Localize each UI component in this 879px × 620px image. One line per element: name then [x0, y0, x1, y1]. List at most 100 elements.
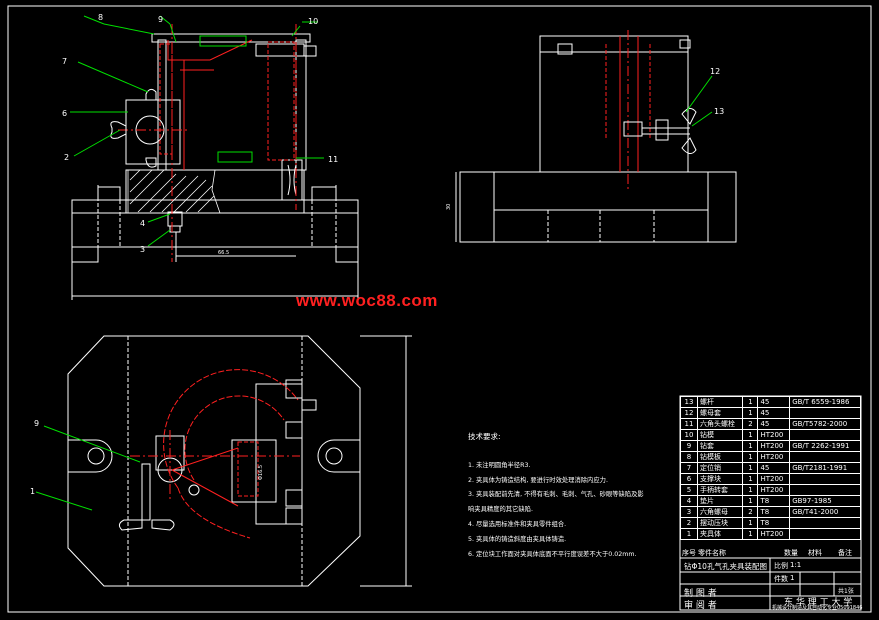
bom-cell-std: GB/T5782-2000 [789, 418, 861, 430]
bom-cell-no: 5 [680, 484, 698, 496]
bom-cell-no: 2 [680, 517, 698, 529]
bom-header-qty: 数量 [784, 549, 798, 557]
bom-cell-no: 1 [680, 528, 698, 540]
bom-cell-qty: 1 [742, 473, 759, 485]
bom-cell-std [789, 484, 861, 496]
bom-cell-no: 13 [680, 396, 698, 408]
bom-cell-name: 支撑块 [696, 473, 744, 485]
bom-cell-no: 6 [680, 473, 698, 485]
side-view-clamp [623, 108, 697, 154]
callout-6: 6 [62, 109, 67, 118]
callout-13: 13 [714, 107, 724, 116]
bom-cell-std [789, 429, 861, 441]
dim-phi: Φ16.5 [258, 465, 264, 480]
tech-note: 响夹具精度的其它缺陷. [468, 506, 533, 514]
bom-header-mat: 材料 [808, 549, 822, 557]
side-view [455, 35, 737, 243]
bom-cell-std: GB/T41-2000 [789, 506, 861, 518]
bom-cell-qty: 1 [742, 517, 759, 529]
class-line: 机械设计制造及其自动化专业05091846 [772, 605, 863, 611]
bom-cell-std [789, 473, 861, 485]
bom-cell-mat: HT200 [757, 429, 791, 441]
bom-header-remark: 备注 [838, 549, 852, 557]
bom-cell-no: 11 [680, 418, 698, 430]
bom-cell-name: 摆动压块 [696, 517, 744, 529]
bom-header-name: 零件名称 [698, 549, 726, 557]
bom-cell-no: 8 [680, 451, 698, 463]
bom-cell-no: 4 [680, 495, 698, 507]
bom-cell-mat: HT200 [757, 451, 791, 463]
front-view [71, 33, 359, 300]
tech-note: 1. 未注明圆角半径R3. [468, 461, 531, 469]
bom-cell-std: GB/T 2262-1991 [789, 440, 861, 452]
bom-cell-name: 手柄转套 [696, 484, 744, 496]
callout-labels: 8 9 10 7 6 2 4 3 11 12 13 9 1 66.5 30 Φ1… [30, 13, 724, 496]
bom-cell-qty: 1 [742, 495, 759, 507]
bom-cell-qty: 1 [742, 396, 759, 408]
bom-cell-mat: HT200 [757, 528, 791, 540]
callout-11: 11 [328, 155, 338, 164]
bom-cell-qty: 1 [742, 451, 759, 463]
top-view-leaders [35, 425, 141, 511]
bom-cell-std: GB97-1985 [789, 495, 861, 507]
bom-cell-no: 3 [680, 506, 698, 518]
technical-requirements: 技术要求: 1. 未注明圆角半径R3. 2. 夹具体为铸造结构, 要进行时效处理… [468, 430, 644, 562]
bom-cell-no: 7 [680, 462, 698, 474]
tech-note: 4. 尽量选用标准件和夹具零件组合. [468, 520, 567, 528]
bom-cell-mat: 45 [757, 396, 791, 408]
scale-value: 1:1 [790, 561, 802, 569]
bom-cell-name: 夹具体 [696, 528, 744, 540]
callout-12: 12 [710, 67, 720, 76]
bom-header-no: 序号 [682, 549, 696, 557]
callout-4: 4 [140, 219, 145, 228]
top-view [67, 335, 361, 587]
bom-cell-std: GB/T 6559-1986 [789, 396, 861, 408]
bom-cell-name: 垫片 [696, 495, 744, 507]
top-view-dims [360, 335, 412, 587]
tech-note: 6. 定位块工作面对夹具体底面不平行度误差不大于0.02mm. [468, 550, 637, 558]
bom-cell-mat: HT200 [757, 473, 791, 485]
sheet-border [7, 5, 872, 613]
side-view-centerlines [605, 30, 651, 190]
bom-cell-mat: 45 [757, 407, 791, 419]
qty-value: 1 [790, 574, 795, 582]
checker-label: 审 阅 者 [684, 601, 717, 611]
bom-cell-qty: 2 [742, 506, 759, 518]
bom-cell-name: 钻模 [696, 429, 744, 441]
bom-cell-qty: 1 [742, 484, 759, 496]
bom-cell-no: 12 [680, 407, 698, 419]
callout-2: 2 [64, 153, 69, 162]
sheet-label: 共1张 [838, 588, 854, 595]
bom-cell-mat: 45 [757, 418, 791, 430]
bom-cell-qty: 2 [742, 418, 759, 430]
bom-cell-name: 六角螺母 [696, 506, 744, 518]
bom-cell-std [789, 451, 861, 463]
tech-note: 2. 夹具体为铸造结构, 要进行时效处理消除内应力. [468, 476, 608, 484]
bom-cell-mat: T8 [757, 495, 791, 507]
side-view-leaders [685, 75, 713, 127]
bom-cell-no: 10 [680, 429, 698, 441]
bom-cell-mat: T8 [757, 517, 791, 529]
callout-10: 10 [308, 17, 318, 26]
callout-9: 9 [158, 15, 163, 24]
tech-note: 5. 夹具体的铸造斜度由夹具体铸造. [468, 535, 567, 543]
front-view-centerlines [118, 24, 297, 262]
callout-7: 7 [62, 57, 67, 66]
bom-cell-name: 螺杆 [696, 396, 744, 408]
bom-cell-name: 螺母套 [696, 407, 744, 419]
scale-label: 比例 [774, 562, 788, 570]
top-view-centerlines [130, 369, 300, 539]
callout-3: 3 [140, 245, 145, 254]
callout-1: 1 [30, 487, 35, 496]
